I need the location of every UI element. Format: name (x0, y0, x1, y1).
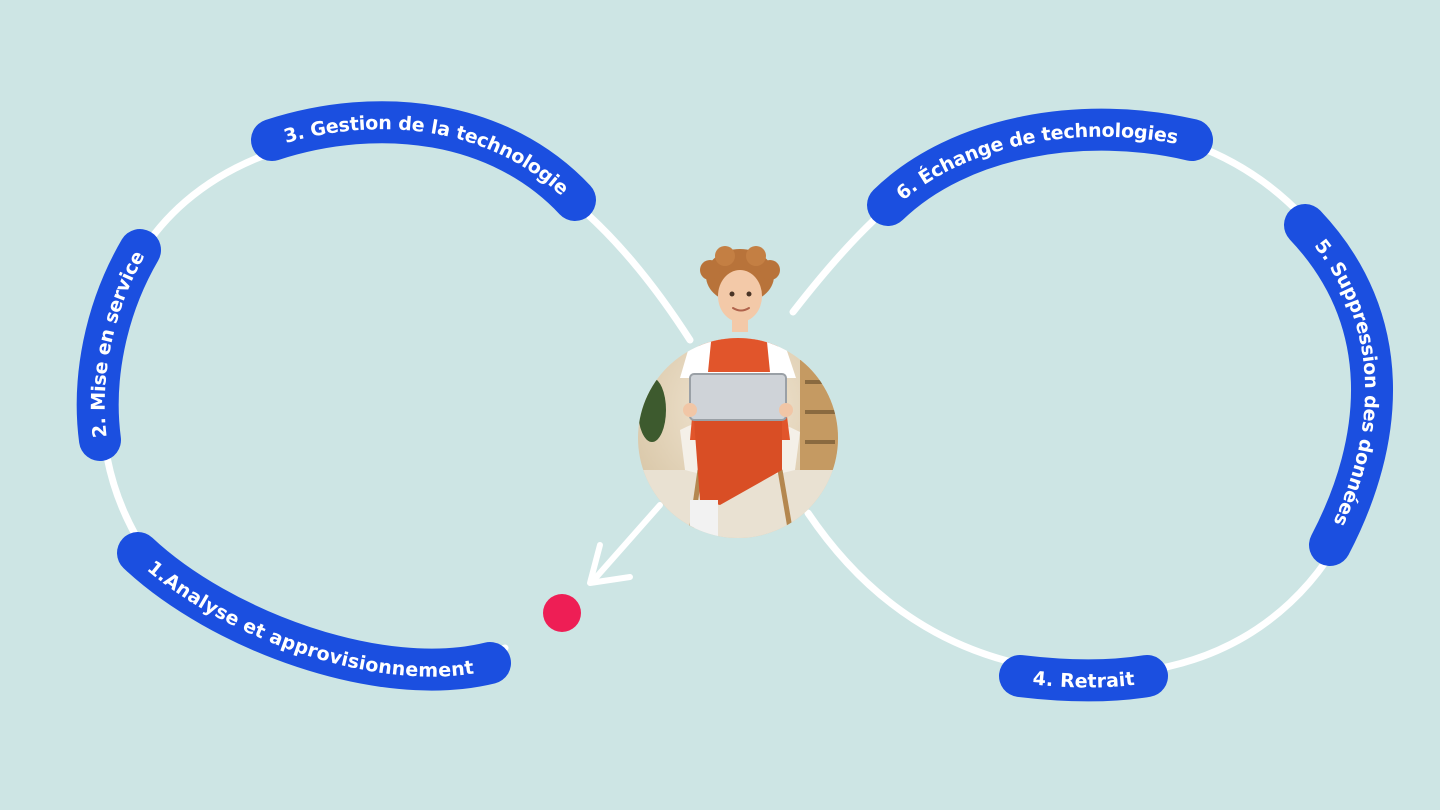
loop-arrow-shaft (589, 502, 663, 585)
start-dot (543, 594, 581, 632)
stage-label-4: 4. Retrait (1032, 668, 1136, 693)
arrow-head-icon (587, 542, 633, 586)
